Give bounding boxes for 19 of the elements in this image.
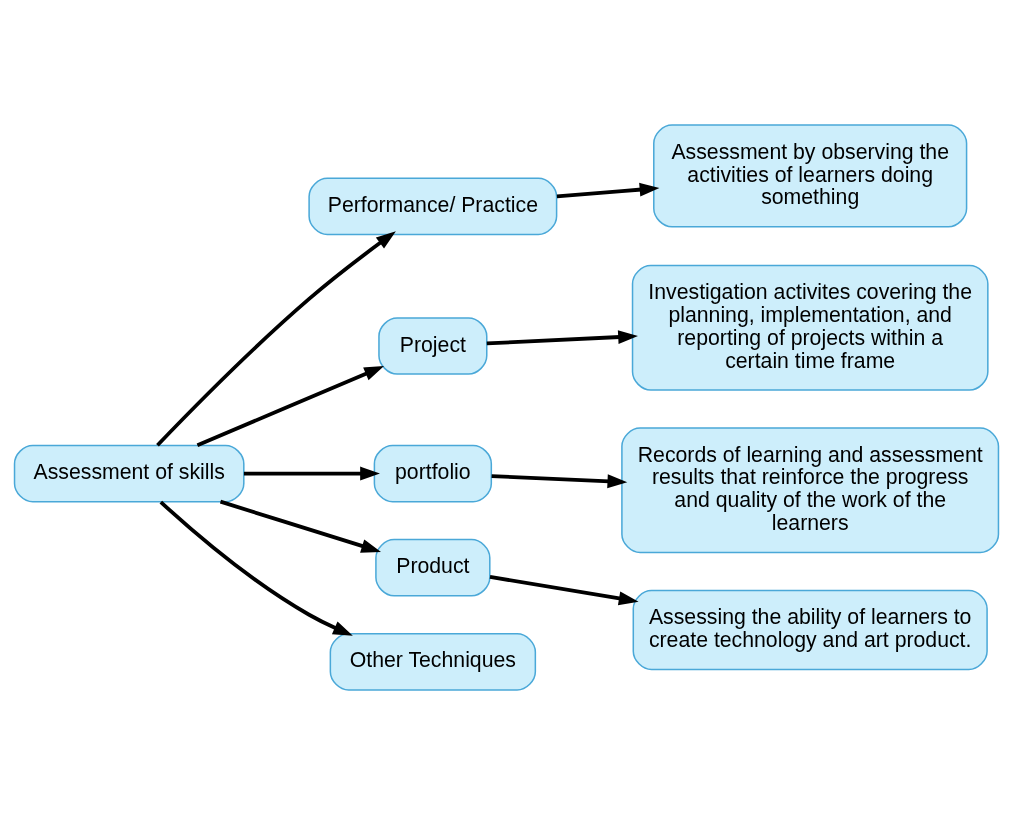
node-box: Product	[375, 538, 491, 597]
arrow	[243, 466, 380, 481]
node-box: Investigation activites covering the planning, implementation, and reporting of projects within a certain time frame	[631, 264, 989, 391]
arrow	[556, 182, 660, 199]
arrow	[196, 366, 385, 447]
arrow	[219, 499, 381, 553]
node-box: portfolio	[373, 444, 493, 503]
arrow	[489, 575, 639, 606]
arrow	[156, 231, 396, 447]
arrow	[491, 474, 628, 489]
node-box: Other Techniques	[329, 633, 537, 691]
arrow	[486, 330, 638, 346]
node-box: Assessment by observing the activities of learners doing something	[653, 124, 968, 228]
node-box: Assessment of skills	[13, 444, 245, 503]
node-box: Performance/ Practice	[308, 177, 558, 236]
node-box: Records of learning and assessment results that reinforce the progress and quality of the work of the learners	[621, 427, 1000, 554]
arrow	[159, 500, 353, 636]
node-box: Project	[378, 317, 488, 375]
node-box: Assessing the ability of learners to create technology and art product.	[632, 589, 988, 671]
